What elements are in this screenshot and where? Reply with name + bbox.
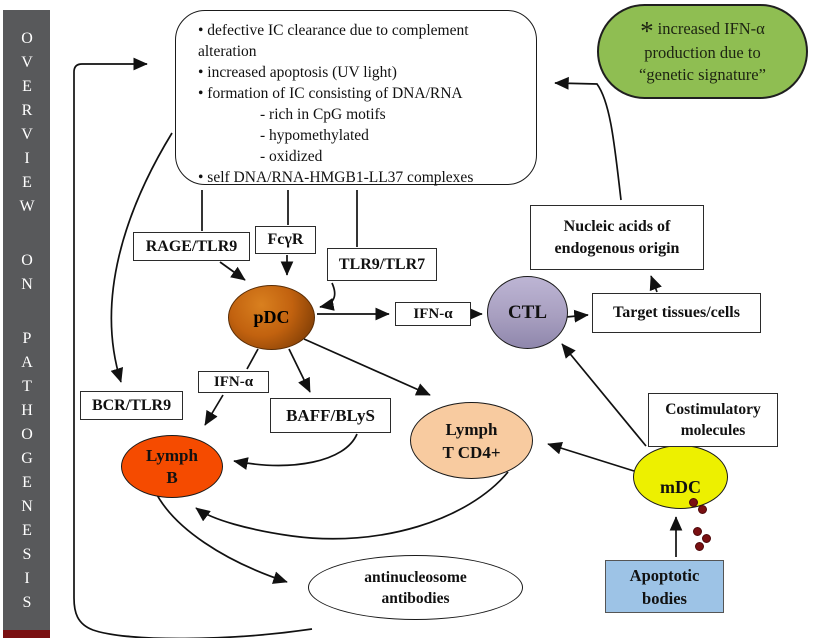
fc-gamma-r-box: FcγR [255, 226, 316, 254]
apoptotic-particle-dot [698, 505, 707, 514]
apoptotic-bodies-line2: bodies [642, 588, 687, 608]
arrow-mdc-to-ctl [561, 343, 647, 447]
costimulatory-molecules-box: Costimulatory molecules [648, 393, 778, 447]
arrow-ctl-to-target-tissues [565, 309, 589, 323]
sidebar-overview-on-pathogenesis: OVERVIEW ON PATHOGENESIS [3, 10, 50, 630]
arrow-ifn-alpha-mid-to-lymph-b [204, 394, 224, 426]
arrow-lymph-b-to-antinucleosome [153, 488, 288, 584]
pdc-cell: pDC [228, 285, 315, 350]
target-tissues-box: Target tissues/cells [592, 293, 761, 333]
sidebar-word-on: ON [18, 252, 36, 300]
event-subline: - rich in CpG motifs [260, 106, 386, 123]
ctl-cell: CTL [487, 276, 568, 349]
apoptotic-particle-dot [689, 498, 698, 507]
nucleic-acids-line2: endogenous origin [554, 239, 680, 257]
genetic-note-line1: *increased IFN-α [640, 15, 765, 46]
lymph-b-line2: B [166, 467, 178, 487]
rage-tlr9-box: RAGE/TLR9 [133, 232, 250, 261]
genetic-signature-note: *increased IFN-α production due to “gene… [597, 4, 808, 99]
arrow-mdc-to-lymph-t [547, 441, 635, 472]
tlr9-tlr7-box: TLR9/TLR7 [327, 248, 437, 281]
event-subline: - oxidized [260, 148, 323, 165]
arrow-lymph-t-to-lymph-b [195, 471, 509, 540]
sidebar-bottom-strip [3, 630, 50, 638]
pathogenic-events-box: • defective IC clearance due to compleme… [175, 10, 537, 186]
arrow-pdc-to-baff [288, 348, 311, 393]
lymph-b-cell: Lymph B [121, 435, 223, 498]
genetic-note-line2: production due to [644, 42, 761, 62]
bcr-tlr9-box: BCR/TLR9 [80, 391, 183, 420]
event-line: • defective IC clearance due to compleme… [198, 22, 469, 60]
sidebar-word-overview: OVERVIEW [18, 30, 36, 222]
costimulatory-line1: Costimulatory [665, 401, 761, 418]
event-subline: - hypomethylated [260, 127, 369, 144]
costimulatory-line2: molecules [680, 422, 746, 439]
lymph-b-line1: Lymph [146, 445, 198, 465]
nucleic-acids-box: Nucleic acids of endogenous origin [530, 205, 704, 270]
arrow-events-to-bcr-tlr9 [110, 132, 173, 383]
event-line: • increased apoptosis (UV light) [198, 64, 397, 81]
antinucleosome-line1: antinucleosome [364, 568, 467, 586]
apoptotic-particle-dot [693, 527, 702, 536]
lymph-t-cd4-cell: Lymph T CD4+ [410, 402, 533, 479]
sidebar-word-pathogenesis: PATHOGENESIS [18, 330, 36, 618]
asterisk-icon: * [640, 15, 654, 46]
mdc-cell: mDC [633, 445, 728, 509]
event-line: • self DNA/RNA-HMGB1-LL37 complexes [198, 169, 474, 186]
lymph-t-line2: T CD4+ [442, 442, 501, 462]
arrow-rage-to-pdc [219, 261, 246, 281]
arrow-nucleic-acids-to-events [554, 76, 622, 201]
genetic-note-line3: “genetic signature” [639, 64, 766, 84]
ifn-alpha-box-top: IFN-α [395, 302, 471, 326]
event-line: • formation of IC consisting of DNA/RNA [198, 85, 463, 102]
arrow-tlr9-tlr7-to-pdc [319, 282, 336, 311]
baff-blys-box: BAFF/BLyS [270, 398, 391, 433]
ifn-alpha-box-mid: IFN-α [198, 371, 269, 393]
apoptotic-bodies-box: Apoptotic bodies [605, 560, 724, 613]
antinucleosome-line2: antibodies [381, 589, 450, 607]
arrow-pdc-to-lymph-t [303, 338, 431, 396]
arrow-target-to-nucleic-acids [649, 275, 662, 293]
apoptotic-particle-dot [702, 534, 711, 543]
line-pdc-to-ifn-alpha-mid [246, 348, 259, 370]
nucleic-acids-line1: Nucleic acids of [563, 217, 671, 235]
antinucleosome-antibodies-ellipse: antinucleosome antibodies [308, 555, 523, 620]
apoptotic-bodies-line1: Apoptotic [629, 565, 700, 585]
apoptotic-particle-dot [695, 542, 704, 551]
arrow-baff-to-lymph-b [233, 433, 358, 470]
lymph-t-line1: Lymph [445, 419, 498, 439]
